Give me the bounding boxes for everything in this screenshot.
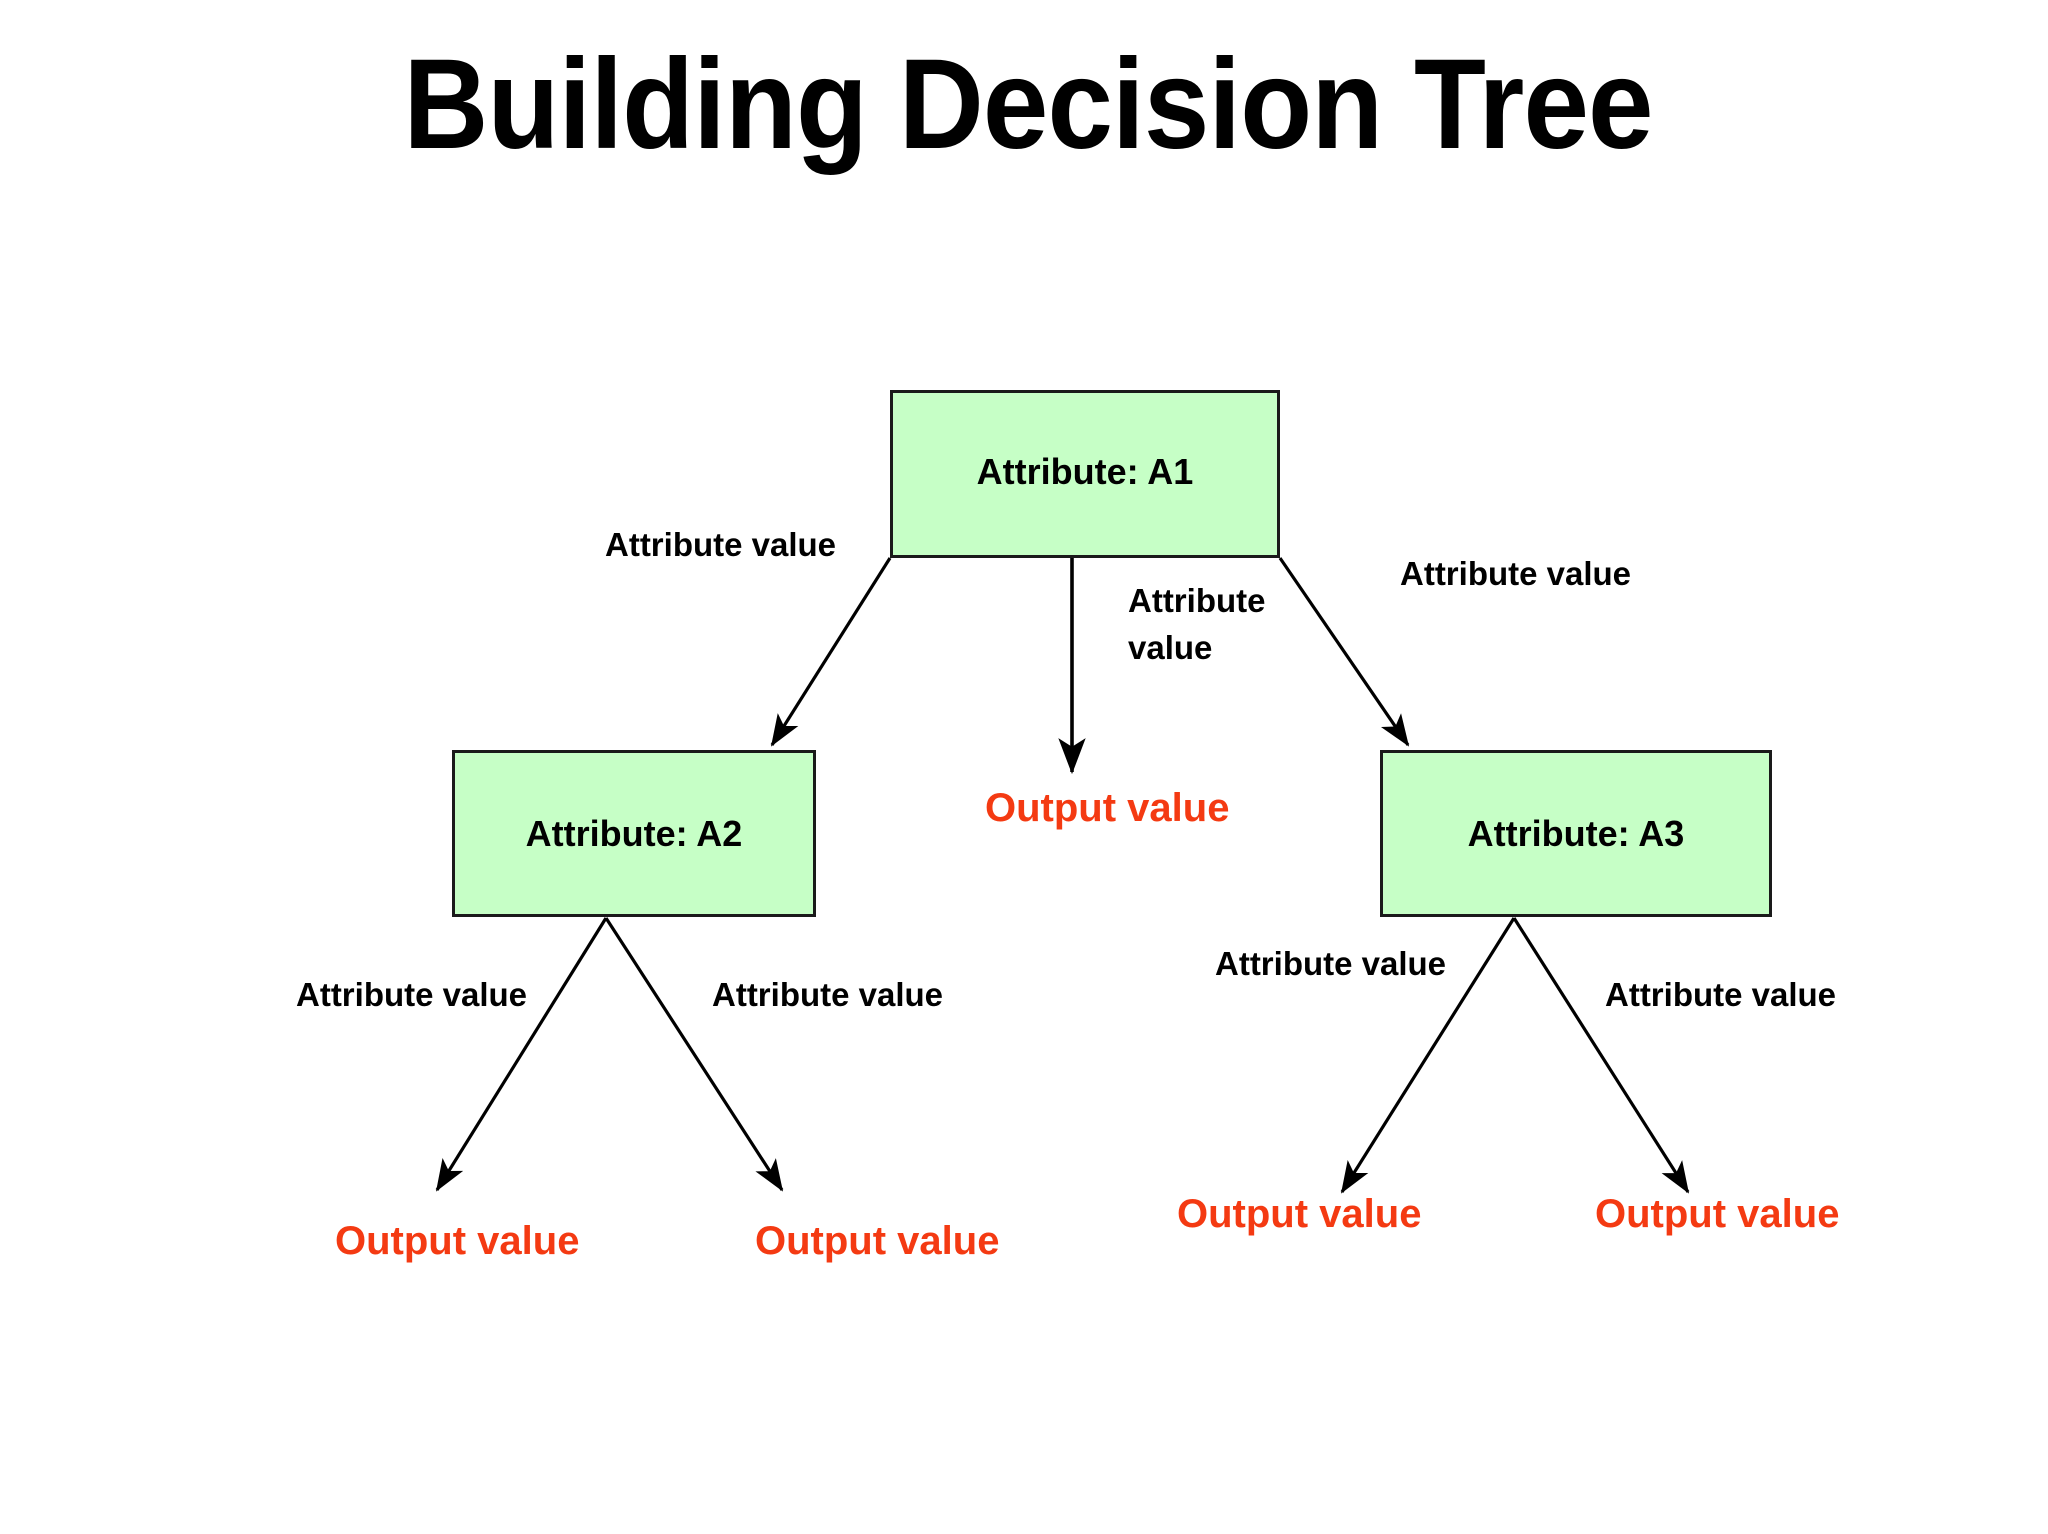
tree-node-a1-label: Attribute: A1: [976, 451, 1194, 492]
tree-node-a2-label: Attribute: A2: [525, 812, 743, 854]
page-title: Building Decision Tree: [403, 33, 1653, 176]
edge-a2-to-leaf-left: [435, 917, 608, 1192]
tree-node-a1[interactable]: Attribute: A1: [890, 390, 1280, 558]
edge-a3-to-leaf-right: [1512, 917, 1690, 1194]
edge-label-a2-right: Attribute value: [712, 976, 944, 1013]
tree-node-a2[interactable]: Attribute: A2: [452, 750, 816, 917]
edge-a1-to-a3: [1278, 557, 1410, 747]
tree-node-a3[interactable]: Attribute: A3: [1380, 750, 1772, 917]
leaf-output-a3-left: Output value: [1177, 1192, 1422, 1236]
edge-label-a2-left: Attribute value: [296, 976, 528, 1013]
edge-label-a1-middle: Attribute value: [1128, 578, 1278, 672]
edge-a2-to-leaf-right: [604, 917, 784, 1192]
edge-a1-to-a2: [770, 557, 892, 747]
leaf-output-a3-right: Output value: [1595, 1192, 1840, 1236]
tree-node-a3-label: Attribute: A3: [1467, 812, 1685, 854]
leaf-output-a2-left: Output value: [335, 1219, 580, 1263]
edge-label-a1-left: Attribute value: [605, 526, 837, 563]
edge-label-a3-right: Attribute value: [1605, 976, 1837, 1013]
leaf-output-a1-middle: Output value: [985, 786, 1230, 830]
edge-label-a1-right: Attribute value: [1400, 555, 1632, 592]
edge-a3-to-leaf-left: [1340, 917, 1516, 1194]
edge-label-a1-middle-line2: value: [1128, 628, 1213, 666]
edge-label-a1-middle-line1: Attribute: [1128, 582, 1266, 619]
edge-label-a3-left: Attribute value: [1215, 945, 1447, 982]
leaf-output-a2-right: Output value: [755, 1219, 1000, 1263]
